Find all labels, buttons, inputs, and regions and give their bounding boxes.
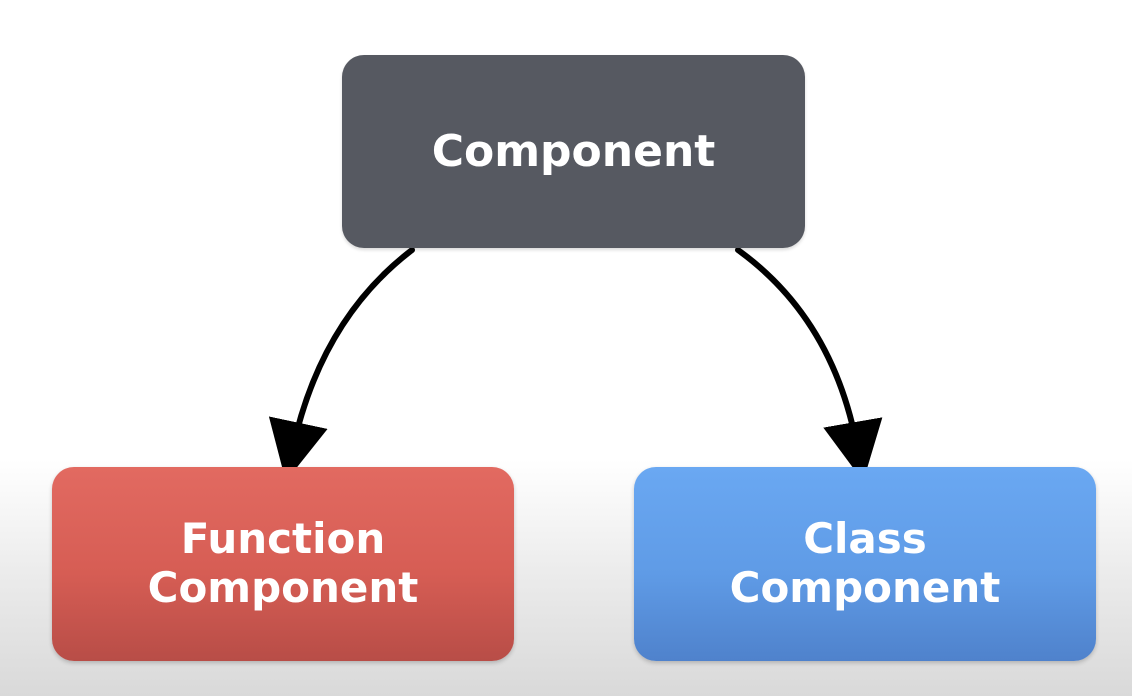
- component-node: Component: [342, 55, 805, 248]
- arrow-to-function-component: [268, 247, 415, 482]
- class-component-node: Class Component: [634, 467, 1096, 661]
- function-component-label-line2: Component: [147, 563, 419, 612]
- arrow-to-class-component: [735, 247, 883, 482]
- class-component-label-line2: Component: [729, 563, 1001, 612]
- function-component-label-line1: Function: [180, 514, 386, 564]
- class-component-label-line1: Class: [803, 514, 927, 564]
- component-label: Component: [431, 126, 716, 177]
- function-component-node: Function Component: [52, 467, 514, 661]
